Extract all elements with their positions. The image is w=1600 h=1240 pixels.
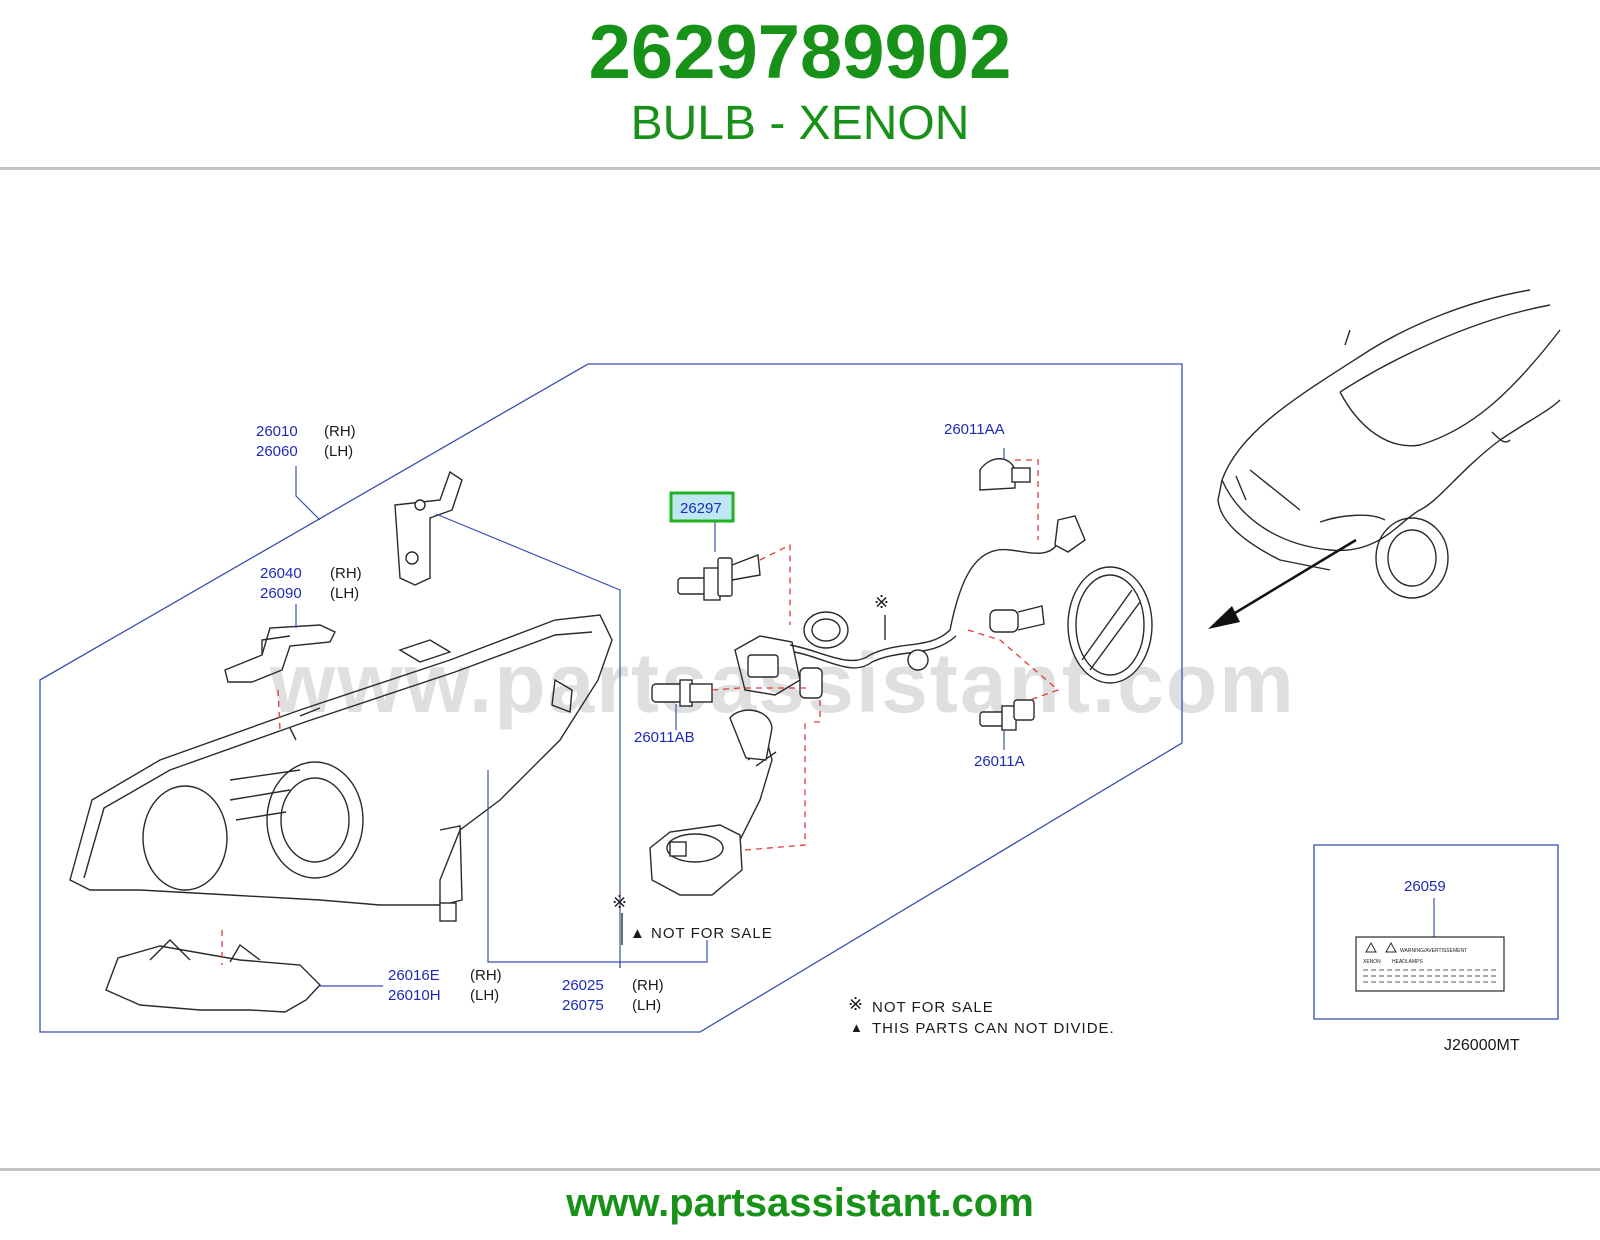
legend-symbol-asterism: ※ (848, 994, 863, 1014)
caution-label-drawing: WARNING/AVERTISSEMENT XENON HEADLAMPS (1355, 936, 1505, 992)
socket-drawing (799, 667, 823, 699)
ballast-drawing (649, 709, 777, 896)
header-divider (0, 167, 1600, 170)
callout-26011AA[interactable]: 26011AA (944, 421, 1005, 438)
headlamp-housing-drawing (69, 614, 613, 922)
callout-26075-side: (LH) (632, 997, 661, 1014)
marker-socket-drawing (989, 605, 1045, 633)
assembly-frame (39, 363, 1183, 1033)
leader-bracket-group (435, 513, 621, 968)
wiring-harness-drawing (789, 539, 1061, 662)
bulb-26011AA-drawing (979, 458, 1031, 491)
leader-group-join (619, 940, 708, 968)
parts-diagram: www.partsassistant.com (0, 170, 1600, 1168)
legend-symbol-triangle: ▲ (850, 1020, 863, 1035)
bulb-26011A-drawing (979, 699, 1035, 731)
grommet-drawing (907, 649, 929, 671)
leader-housing-group (487, 770, 620, 963)
inline-note-not-for-sale: ▲ NOT FOR SALE (630, 925, 773, 942)
dash-link (759, 543, 791, 625)
callout-26040-side: (RH) (330, 565, 362, 582)
callout-26010-side: (RH) (324, 423, 356, 440)
wiring-harness-drawing (793, 635, 957, 669)
callout-26025-side: (RH) (632, 977, 664, 994)
leader-26010 (295, 466, 321, 521)
callout-26060-side: (LH) (324, 443, 353, 460)
callout-26010[interactable]: 26010 (256, 423, 298, 440)
callout-26011A[interactable]: 26011A (974, 753, 1025, 770)
callout-26010H-side: (LH) (470, 987, 499, 1004)
dash-link (277, 689, 281, 731)
diagram-code: J26000MT (1444, 1037, 1520, 1054)
socket-26011AA-drawing (1054, 515, 1086, 553)
highlight-box (669, 491, 735, 523)
callout-26075[interactable]: 26075 (562, 997, 604, 1014)
label-xenon-text: XENON (1363, 959, 1381, 965)
part-name-subtitle: BULB - XENON (630, 97, 970, 150)
part-number-title: 2629789902 (588, 10, 1012, 95)
direction-arrow (1214, 538, 1357, 627)
footer-divider (0, 1168, 1600, 1171)
callout-26016E[interactable]: 26016E (388, 967, 440, 984)
lower-bracket-drawing (105, 939, 321, 1013)
callout-26040[interactable]: 26040 (260, 565, 302, 582)
callout-26297[interactable]: 26297 (680, 500, 722, 517)
dash-link (967, 629, 1060, 701)
callout-26060[interactable]: 26060 (256, 443, 298, 460)
xenon-bulb-drawing (677, 554, 761, 601)
callout-26090-side: (LH) (330, 585, 359, 602)
callout-26090[interactable]: 26090 (260, 585, 302, 602)
dash-link (812, 700, 821, 723)
callout-26059[interactable]: 26059 (1404, 878, 1446, 895)
caution-label-frame (1313, 844, 1559, 1020)
page-header: 2629789902 BULB - XENON (0, 0, 1600, 168)
not-for-sale-mark: ※ (874, 592, 889, 612)
adjuster-bracket-drawing (224, 624, 336, 683)
callout-26011AB[interactable]: 26011AB (634, 729, 695, 746)
mounting-bracket-drawing (394, 470, 463, 586)
dust-cover-drawing (1067, 566, 1153, 684)
callout-26025[interactable]: 26025 (562, 977, 604, 994)
arrow-head (1208, 606, 1240, 629)
label-warning-text: WARNING/AVERTISSEMENT (1400, 948, 1467, 954)
not-for-sale-mark: ※ (612, 892, 627, 912)
footer-website-link[interactable]: www.partsassistant.com (566, 1181, 1034, 1225)
legend-text-cannot-divide: THIS PARTS CAN NOT DIVIDE. (872, 1020, 1115, 1037)
legend-text-not-for-sale: NOT FOR SALE (872, 999, 994, 1016)
callout-26010H[interactable]: 26010H (388, 987, 441, 1004)
bulb-26011AB-drawing (651, 679, 713, 707)
dash-link (1015, 459, 1039, 540)
callout-26016E-side: (RH) (470, 967, 502, 984)
dash-link (744, 722, 806, 851)
car-illustration (1217, 289, 1561, 599)
label-headlamps-text: HEADLAMPS (1392, 959, 1424, 965)
